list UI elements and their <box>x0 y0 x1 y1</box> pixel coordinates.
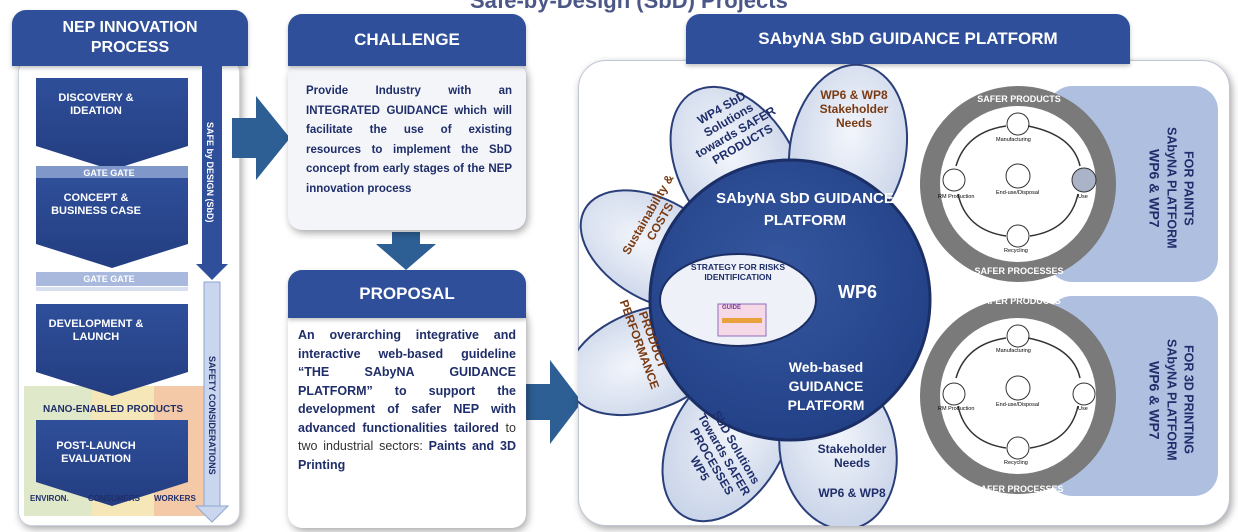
sbd-label: SAFE by DESIGN (SbD) <box>205 121 215 223</box>
cycle-1-node-recycling: Recycling <box>1004 248 1028 254</box>
cycle-1-node-center <box>1005 163 1031 189</box>
cycle-2-top-label: SAFER PRODUCTS <box>977 296 1061 306</box>
side-tab-3d: WP6 & WP7 SAbyNA PLATFORM FOR 3D PRINTIN… <box>1126 300 1216 500</box>
side-tab-3d-line1: WP6 & WP7 <box>1146 360 1163 440</box>
side-tab-paints: WP6 & WP7 SAbyNA PLATFORM FOR PAINTS <box>1126 96 1216 280</box>
cycle-1-node-manufacturing: Manufacturing <box>996 137 1031 143</box>
gate-band <box>36 166 188 178</box>
challenge-text: Provide Industry with an INTEGRATED GUID… <box>306 85 512 195</box>
gate-band <box>36 287 188 291</box>
cycle-2-node-top <box>1006 324 1030 348</box>
cycle-1-bottom-label: SAFER PROCESSES <box>974 266 1064 276</box>
strategy-oval <box>659 253 817 347</box>
cycle-1-node-right <box>1071 167 1097 193</box>
stage-chevron <box>36 176 188 268</box>
cycle-2-node-recycling: Recycling <box>1004 460 1028 466</box>
core-wp6: WP6 <box>838 282 878 302</box>
challenge-card <box>288 62 526 230</box>
nep-diagram <box>24 66 230 523</box>
cycle-1-node-rm: RM Production <box>938 194 975 200</box>
cycle-1-path <box>955 125 1081 237</box>
strategy-label: STRATEGY FOR RISKS IDENTIFICATION <box>690 262 786 282</box>
cycle-1-node-top <box>1006 112 1030 136</box>
strategy-image-label: GUIDE <box>722 305 742 311</box>
proposal-title: PROPOSAL <box>288 270 526 318</box>
cycle-2-node-rm: RM Production <box>938 406 975 412</box>
nep-title: NEP INNOVATION PROCESS <box>12 10 248 66</box>
arrow-to-challenge <box>232 96 290 180</box>
arrow-to-proposal <box>376 232 436 270</box>
proposal-text-main: An overarching integrative and interacti… <box>298 328 516 416</box>
stage-post-launch: POST-LAUNCH EVALUATION <box>56 440 136 465</box>
header-title: Safe-by-Design (SbD) Projects <box>470 0 788 13</box>
platform-title: SAbyNA SbD GUIDANCE PLATFORM <box>686 14 1130 64</box>
cycle-1-node-left <box>942 168 966 192</box>
cycle-2-node-right <box>1072 382 1096 406</box>
cycle-1-node-bottom <box>1006 224 1030 248</box>
cycle-2-node-bottom <box>1006 436 1030 460</box>
proposal-text-functionalities: with advanced functionalities tailored <box>298 402 516 435</box>
gate-label: GATE GATE <box>83 168 135 178</box>
environ-label: ENVIRON. <box>30 494 69 503</box>
stage-chevron <box>36 420 188 506</box>
cycle-1-center: End-use/Disposal <box>996 190 1040 196</box>
side-tab-paints-line1: WP6 & WP7 <box>1146 148 1163 228</box>
cycle-2-node-left <box>942 382 966 406</box>
stage-development: DEVELOPMENT & LAUNCH <box>48 318 144 343</box>
safety-label: SAFETY CONSIDERATIONS <box>207 355 217 475</box>
proposal-card <box>288 308 526 528</box>
safety-arrow <box>194 505 230 523</box>
flower-diagram <box>578 63 1218 526</box>
petal-stake-top-label: WP6 & WP8 Stakeholder Needs <box>819 88 889 130</box>
cycle-1-top-label: SAFER PRODUCTS <box>977 94 1061 104</box>
side-tab-3d-line3: FOR 3D PRINTING <box>1181 345 1196 455</box>
cycle-2-center: End-use/Disposal <box>996 402 1040 408</box>
cycle-2-node-manufacturing: Manufacturing <box>996 348 1031 354</box>
stage-chevron <box>36 304 188 396</box>
gate-label: GATE GATE <box>83 274 135 284</box>
consumers-label: CONSUMERS <box>88 494 141 503</box>
nano-products-label: NANO-ENABLED PRODUCTS <box>43 404 183 415</box>
cycle-2-path <box>955 337 1081 449</box>
proposal-text: An overarching integrative and interacti… <box>298 326 516 474</box>
stage-concept: CONCEPT & BUSINESS CASE <box>51 192 141 217</box>
stage-discovery: DISCOVERY & IDEATION <box>58 92 134 117</box>
core-web-based: Web-based GUIDANCE PLATFORM <box>787 359 865 413</box>
strategy-image-bar <box>722 318 762 323</box>
arrow-to-platform <box>524 360 582 444</box>
petal-stake-bottom-label-1: Stakeholder Needs <box>817 442 887 470</box>
proposal-text-sectors: to two industrial sectors: <box>298 420 516 454</box>
cycle-2-node-use: Use <box>1078 406 1088 412</box>
sbd-arrow <box>196 264 228 280</box>
cycle-2-node-center <box>1005 375 1031 401</box>
gate-band <box>36 272 188 286</box>
side-tab-paints-line3: FOR PAINTS <box>1181 150 1196 226</box>
stage-chevron <box>36 78 188 170</box>
side-tab-paints-line2: SAbyNA PLATFORM <box>1164 127 1179 249</box>
proposal-text-paints: Paints and 3D Printing <box>298 439 516 472</box>
cycle-2-bottom-label: SAFER PROCESSES <box>974 484 1064 494</box>
petal-stake-bottom-label-2: WP6 & WP8 <box>818 486 886 500</box>
sbd-bar <box>202 66 222 266</box>
cycle-1-node-use: Use <box>1078 194 1088 200</box>
challenge-title: CHALLENGE <box>288 14 526 66</box>
core-title: SAbyNA SbD GUIDANCE PLATFORM <box>716 190 894 229</box>
workers-label: WORKERS <box>154 494 196 503</box>
side-tab-3d-line2: SAbyNA PLATFORM <box>1164 339 1179 461</box>
